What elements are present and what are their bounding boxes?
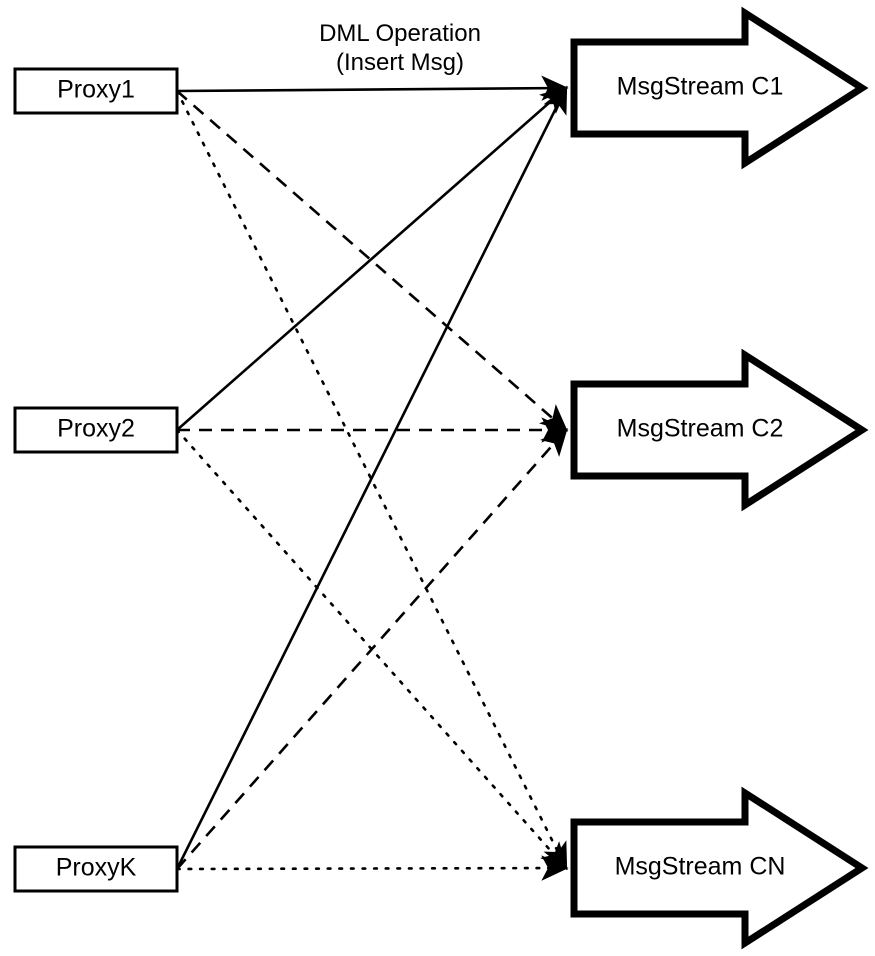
link-proxyk-to-cn [175,855,569,881]
edge-label-insert-msg: (Insert Msg) [336,49,464,76]
stream-node-stream_cn[interactable]: MsgStream CN [570,786,869,950]
stream-node-stream_c2[interactable]: MsgStream C2 [570,348,869,512]
proxy-node-proxyk[interactable]: ProxyK [13,845,179,893]
proxy-node-proxy1[interactable]: Proxy1 [13,67,179,115]
links-layer [175,75,569,881]
edge-label-dml-operation: DML Operation [319,20,481,47]
stream-arrow-shape-stream_c1 [570,6,869,170]
stream-arrow-shape-stream_cn [570,786,869,950]
stream-label-stream_c1: MsgStream C1 [617,73,784,101]
link-proxy2-to-c1 [176,86,568,431]
proxy-box-proxy1 [13,67,179,115]
link-proxyk-to-c1 [175,85,568,870]
proxy-label-proxy2: Proxy2 [57,415,135,443]
streams-layer: MsgStream C1 MsgStream C2 MsgStream CN [570,6,869,950]
stream-label-stream_cn: MsgStream CN [615,853,786,881]
proxy-label-proxy1: Proxy1 [57,76,135,104]
proxy-box-proxyk [13,845,179,893]
proxy-node-proxy2[interactable]: Proxy2 [13,406,179,454]
link-proxy1-to-c2 [176,90,568,432]
stream-label-stream_c2: MsgStream C2 [617,415,784,443]
stream-node-stream_c1[interactable]: MsgStream C1 [570,6,869,170]
link-proxyk-to-c2 [176,428,568,870]
proxy-label-proxyk: ProxyK [56,854,137,882]
stream-arrow-shape-stream_c2 [570,348,869,512]
link-proxy1-to-c1 [176,75,569,101]
proxy-box-proxy2 [13,406,179,454]
